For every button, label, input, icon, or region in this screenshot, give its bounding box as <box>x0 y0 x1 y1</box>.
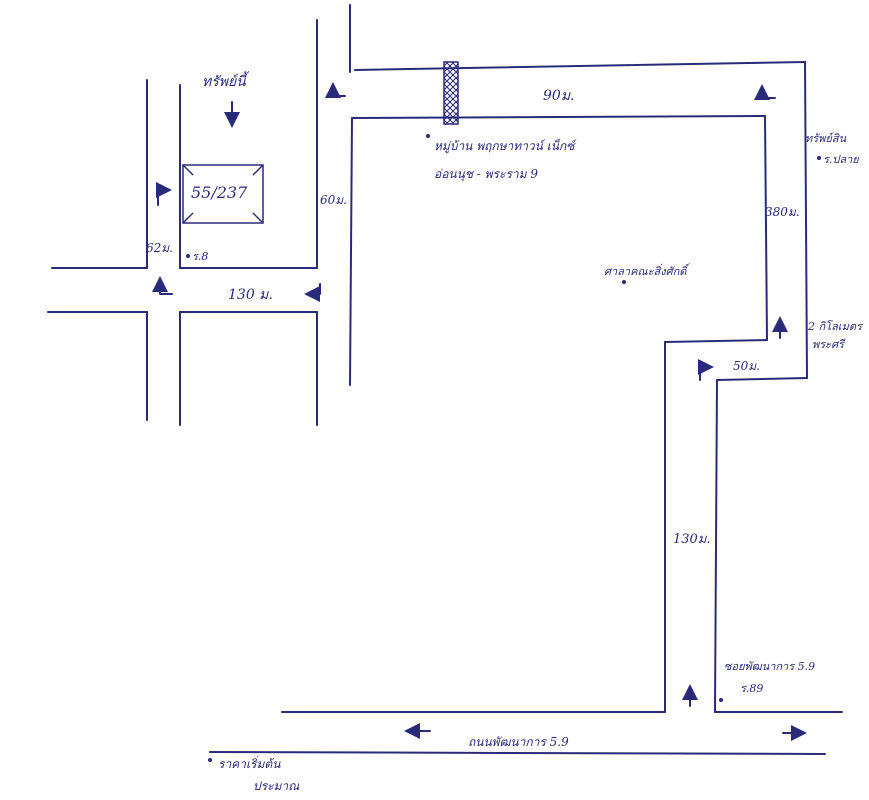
map-labels: ทรัพย์นี้ ร.8 62ม. 130 ม. 60ม. 90ม. หมู่… <box>146 71 864 793</box>
road-edge <box>764 115 768 341</box>
road-edge <box>714 379 718 713</box>
village-dot <box>426 134 430 138</box>
corner-note-line1: ซอยพัฒนาการ 5.9 <box>724 660 815 673</box>
turn-up-arrow-icon <box>754 84 776 100</box>
distance-90m: 90ม. <box>543 88 575 104</box>
direction-arrows <box>152 82 807 741</box>
distance-62m: 62ม. <box>146 241 173 255</box>
road-edge <box>804 61 808 379</box>
village-name-line1: หมู่บ้าน พฤกษาทาวน์ เน็กซ์ <box>434 138 577 154</box>
bottom-left-note-line1: ราคาเริ่มต้น <box>218 755 281 771</box>
property-outline <box>182 164 264 224</box>
turn-right-arrow-icon <box>156 182 172 206</box>
road-edge <box>354 61 806 71</box>
road-edge <box>351 115 766 119</box>
right-top-note-line2: ร.ปลาย <box>823 153 860 166</box>
distance-130m-bottom: 130ม. <box>673 532 711 547</box>
distance-130m-left: 130 ม. <box>228 287 273 303</box>
distance-60m: 60ม. <box>320 193 347 207</box>
right-mid-note-line1: 2 กิโลเมตร <box>807 320 864 333</box>
corner-dot <box>719 698 723 702</box>
property-corner-mark <box>252 164 264 176</box>
bottom-left-dot <box>208 758 212 762</box>
turn-left-arrow-icon <box>304 283 321 302</box>
road-edge <box>209 751 826 755</box>
location-dots <box>186 134 821 762</box>
distance-380m: 380ม. <box>765 205 800 219</box>
village-gate-marker <box>443 61 459 125</box>
property-box: 55/237 <box>182 164 264 224</box>
bottom-left-note-line2: ประมาณ <box>253 779 300 793</box>
main-road-label: ถนนพัฒนาการ 5.9 <box>468 735 569 749</box>
road-lines <box>47 4 843 755</box>
right-top-dot <box>817 156 821 160</box>
turn-up-arrow-icon <box>325 82 346 98</box>
house-number: 55/237 <box>191 183 248 202</box>
center-landmark: ศาลาคณะสิ่งศักดิ์ <box>604 263 691 278</box>
property-corner-mark <box>252 212 264 224</box>
property-corner-mark <box>182 164 194 176</box>
turn-right-arrow-icon <box>698 359 714 381</box>
corner-note-line2: ร.89 <box>740 682 763 695</box>
right-mid-note-line2: พระศรี <box>812 338 846 351</box>
property-corner-mark <box>182 212 194 224</box>
village-name-line2: อ่อนนุช - พระราม 9 <box>434 167 538 182</box>
road-edge <box>716 377 808 381</box>
lane-label: ร.8 <box>192 250 208 263</box>
target-label: ทรัพย์นี้ <box>202 71 250 90</box>
road-edge <box>664 339 768 343</box>
turn-up-arrow-icon <box>152 276 173 295</box>
road-edge <box>349 117 353 386</box>
distance-50m: 50ม. <box>733 359 760 373</box>
landmark-dot <box>622 280 626 284</box>
lane-dot <box>186 254 190 258</box>
right-top-note-line1: ทรัพย์สิน <box>805 132 847 145</box>
